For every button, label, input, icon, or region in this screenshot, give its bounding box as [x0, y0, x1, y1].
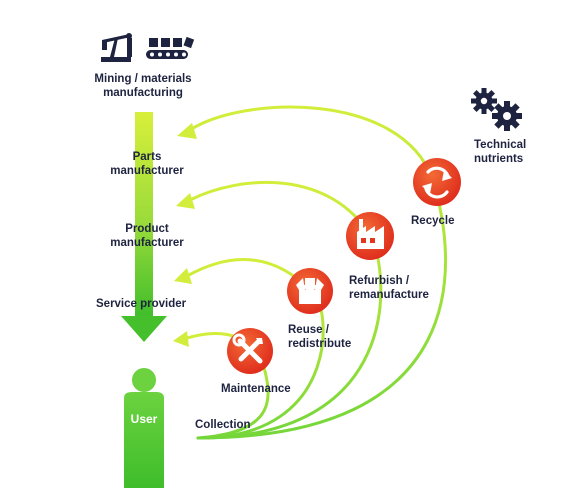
conveyor-belt-icon: [146, 36, 195, 59]
recycle-icon: [413, 158, 461, 206]
factory-icon: [346, 212, 394, 260]
refurbish-arrowhead: [176, 193, 195, 209]
collection-label: Collection: [195, 419, 251, 431]
maintenance-arrowhead: [173, 331, 189, 347]
gears-icon: [471, 88, 522, 131]
main-flow-arrow: [121, 112, 167, 342]
loop-refurbish-label: Refurbish /remanufacture: [349, 275, 429, 301]
stage-user-label: User: [130, 412, 158, 426]
tools-icon: [227, 328, 273, 374]
reuse-arrowhead: [174, 268, 192, 284]
stage-service-label: Service provider: [96, 298, 187, 310]
loop-arrowheads: [173, 123, 197, 347]
loop-maintenance-label: Maintenance: [221, 383, 291, 395]
loop-recycle-label: Recycle: [411, 215, 455, 227]
person-icon: [124, 368, 164, 488]
loop-reuse-label: Reuse /redistribute: [288, 324, 352, 350]
recycle-arrowhead: [177, 123, 197, 139]
box-icon: [287, 268, 333, 314]
oil-pump-icon: [101, 33, 132, 62]
